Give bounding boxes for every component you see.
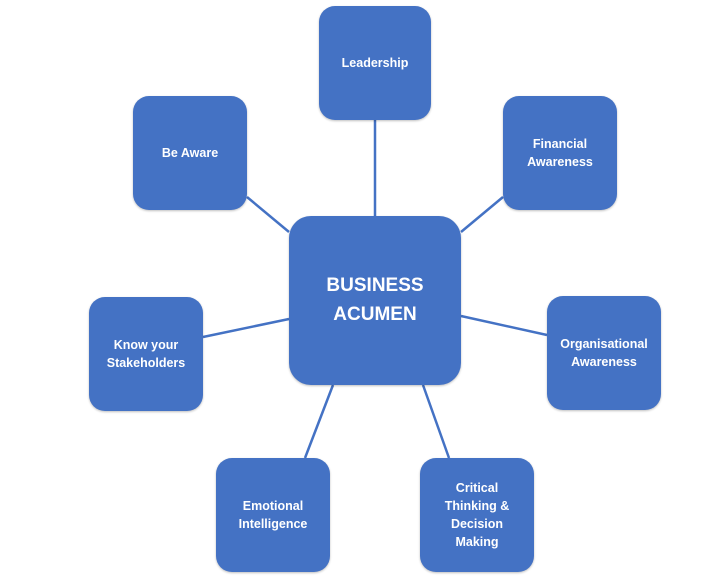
connector-organisational (460, 314, 548, 337)
center-node-business-acumen: BUSINESS ACUMEN (289, 216, 461, 385)
node-be-aware: Be Aware (133, 96, 247, 210)
connector-be-aware (246, 196, 290, 233)
connector-financial (460, 196, 504, 233)
node-emotional-intelligence: Emotional Intelligence (216, 458, 330, 572)
node-organisational-awareness: Organisational Awareness (547, 296, 661, 410)
node-leadership: Leadership (319, 6, 431, 120)
connector-critical (421, 384, 451, 459)
node-critical-thinking: Critical Thinking & Decision Making (420, 458, 534, 572)
connector-stakeholders (202, 317, 290, 339)
node-financial-awareness: Financial Awareness (503, 96, 617, 210)
connector-emotional (303, 384, 335, 459)
node-know-your-stakeholders: Know your Stakeholders (89, 297, 203, 411)
